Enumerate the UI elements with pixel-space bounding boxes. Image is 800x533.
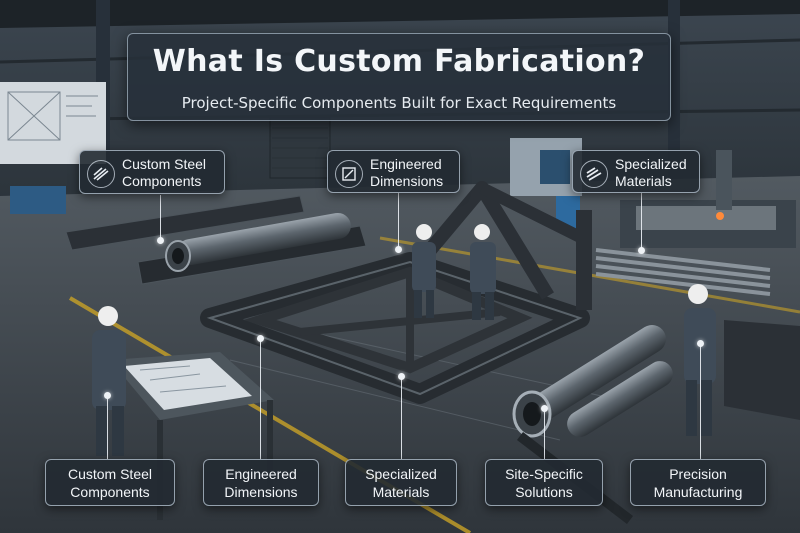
material-rack (595, 248, 800, 420)
bottom-label-4-line1: Site-Specific (505, 466, 583, 482)
leader-dot-bottom-2 (257, 335, 264, 342)
steel-beams-left (65, 195, 367, 285)
worker-center-1 (412, 224, 436, 318)
bottom-label-site-specific-solutions: Site-Specific Solutions (485, 459, 603, 506)
bottom-label-engineered-dimensions: Engineered Dimensions (203, 459, 319, 506)
bottom-label-2-line2: Dimensions (224, 484, 298, 500)
leader-line-bottom-4 (544, 408, 545, 459)
bottom-label-specialized-materials: Specialized Materials (345, 459, 457, 506)
steel-beams-icon (87, 160, 115, 188)
title-panel: What Is Custom Fabrication? Project-Spec… (127, 33, 671, 121)
bottom-label-4-line2: Solutions (515, 484, 573, 500)
top-label-1-line1: Custom Steel (122, 156, 207, 172)
leader-line-bottom-1 (107, 395, 108, 459)
bottom-label-5-line2: Manufacturing (653, 484, 743, 500)
leader-line-top-1 (160, 195, 161, 240)
top-label-2-line1: Engineered (370, 156, 442, 172)
top-label-custom-steel-components: Custom Steel Components (79, 150, 225, 194)
leader-line-bottom-5 (700, 343, 701, 459)
bottom-label-2-line1: Engineered (225, 466, 297, 482)
bottom-label-3-line2: Materials (372, 484, 430, 500)
bottom-label-custom-steel-components: Custom Steel Components (45, 459, 175, 506)
dimensions-icon (335, 160, 363, 188)
leader-line-top-3 (641, 193, 642, 250)
bottom-label-5-line1: Precision (669, 466, 727, 482)
page-subtitle: Project-Specific Components Built for Ex… (181, 94, 617, 112)
top-label-2-line2: Dimensions (370, 173, 444, 189)
large-frame (200, 181, 592, 404)
workers (92, 224, 716, 456)
leader-line-top-2 (398, 193, 399, 249)
materials-icon (580, 160, 608, 188)
bottom-label-1-line2: Components (70, 484, 150, 500)
leader-dot-bottom-4 (541, 405, 548, 412)
top-label-3-line1: Specialized (615, 156, 687, 172)
top-label-specialized-materials: Specialized Materials (572, 150, 700, 193)
bottom-label-precision-manufacturing: Precision Manufacturing (630, 459, 766, 506)
leader-line-bottom-2 (260, 338, 261, 459)
leader-dot-bottom-5 (697, 340, 704, 347)
leader-dot-top-3 (638, 247, 645, 254)
workbench (110, 352, 274, 520)
leader-dot-top-2 (395, 246, 402, 253)
top-label-engineered-dimensions: Engineered Dimensions (327, 150, 460, 193)
leader-dot-bottom-3 (398, 373, 405, 380)
page-title: What Is Custom Fabrication? (152, 44, 646, 79)
top-label-3-line2: Materials (615, 173, 672, 189)
worker-center-2 (470, 224, 496, 320)
top-label-1-line2: Components (122, 173, 202, 189)
bottom-label-1-line1: Custom Steel (67, 466, 153, 482)
worker-left (92, 306, 126, 456)
leader-dot-top-1 (157, 237, 164, 244)
leader-line-bottom-3 (401, 376, 402, 459)
bottom-label-3-line1: Specialized (365, 466, 437, 482)
leader-dot-bottom-1 (104, 392, 111, 399)
